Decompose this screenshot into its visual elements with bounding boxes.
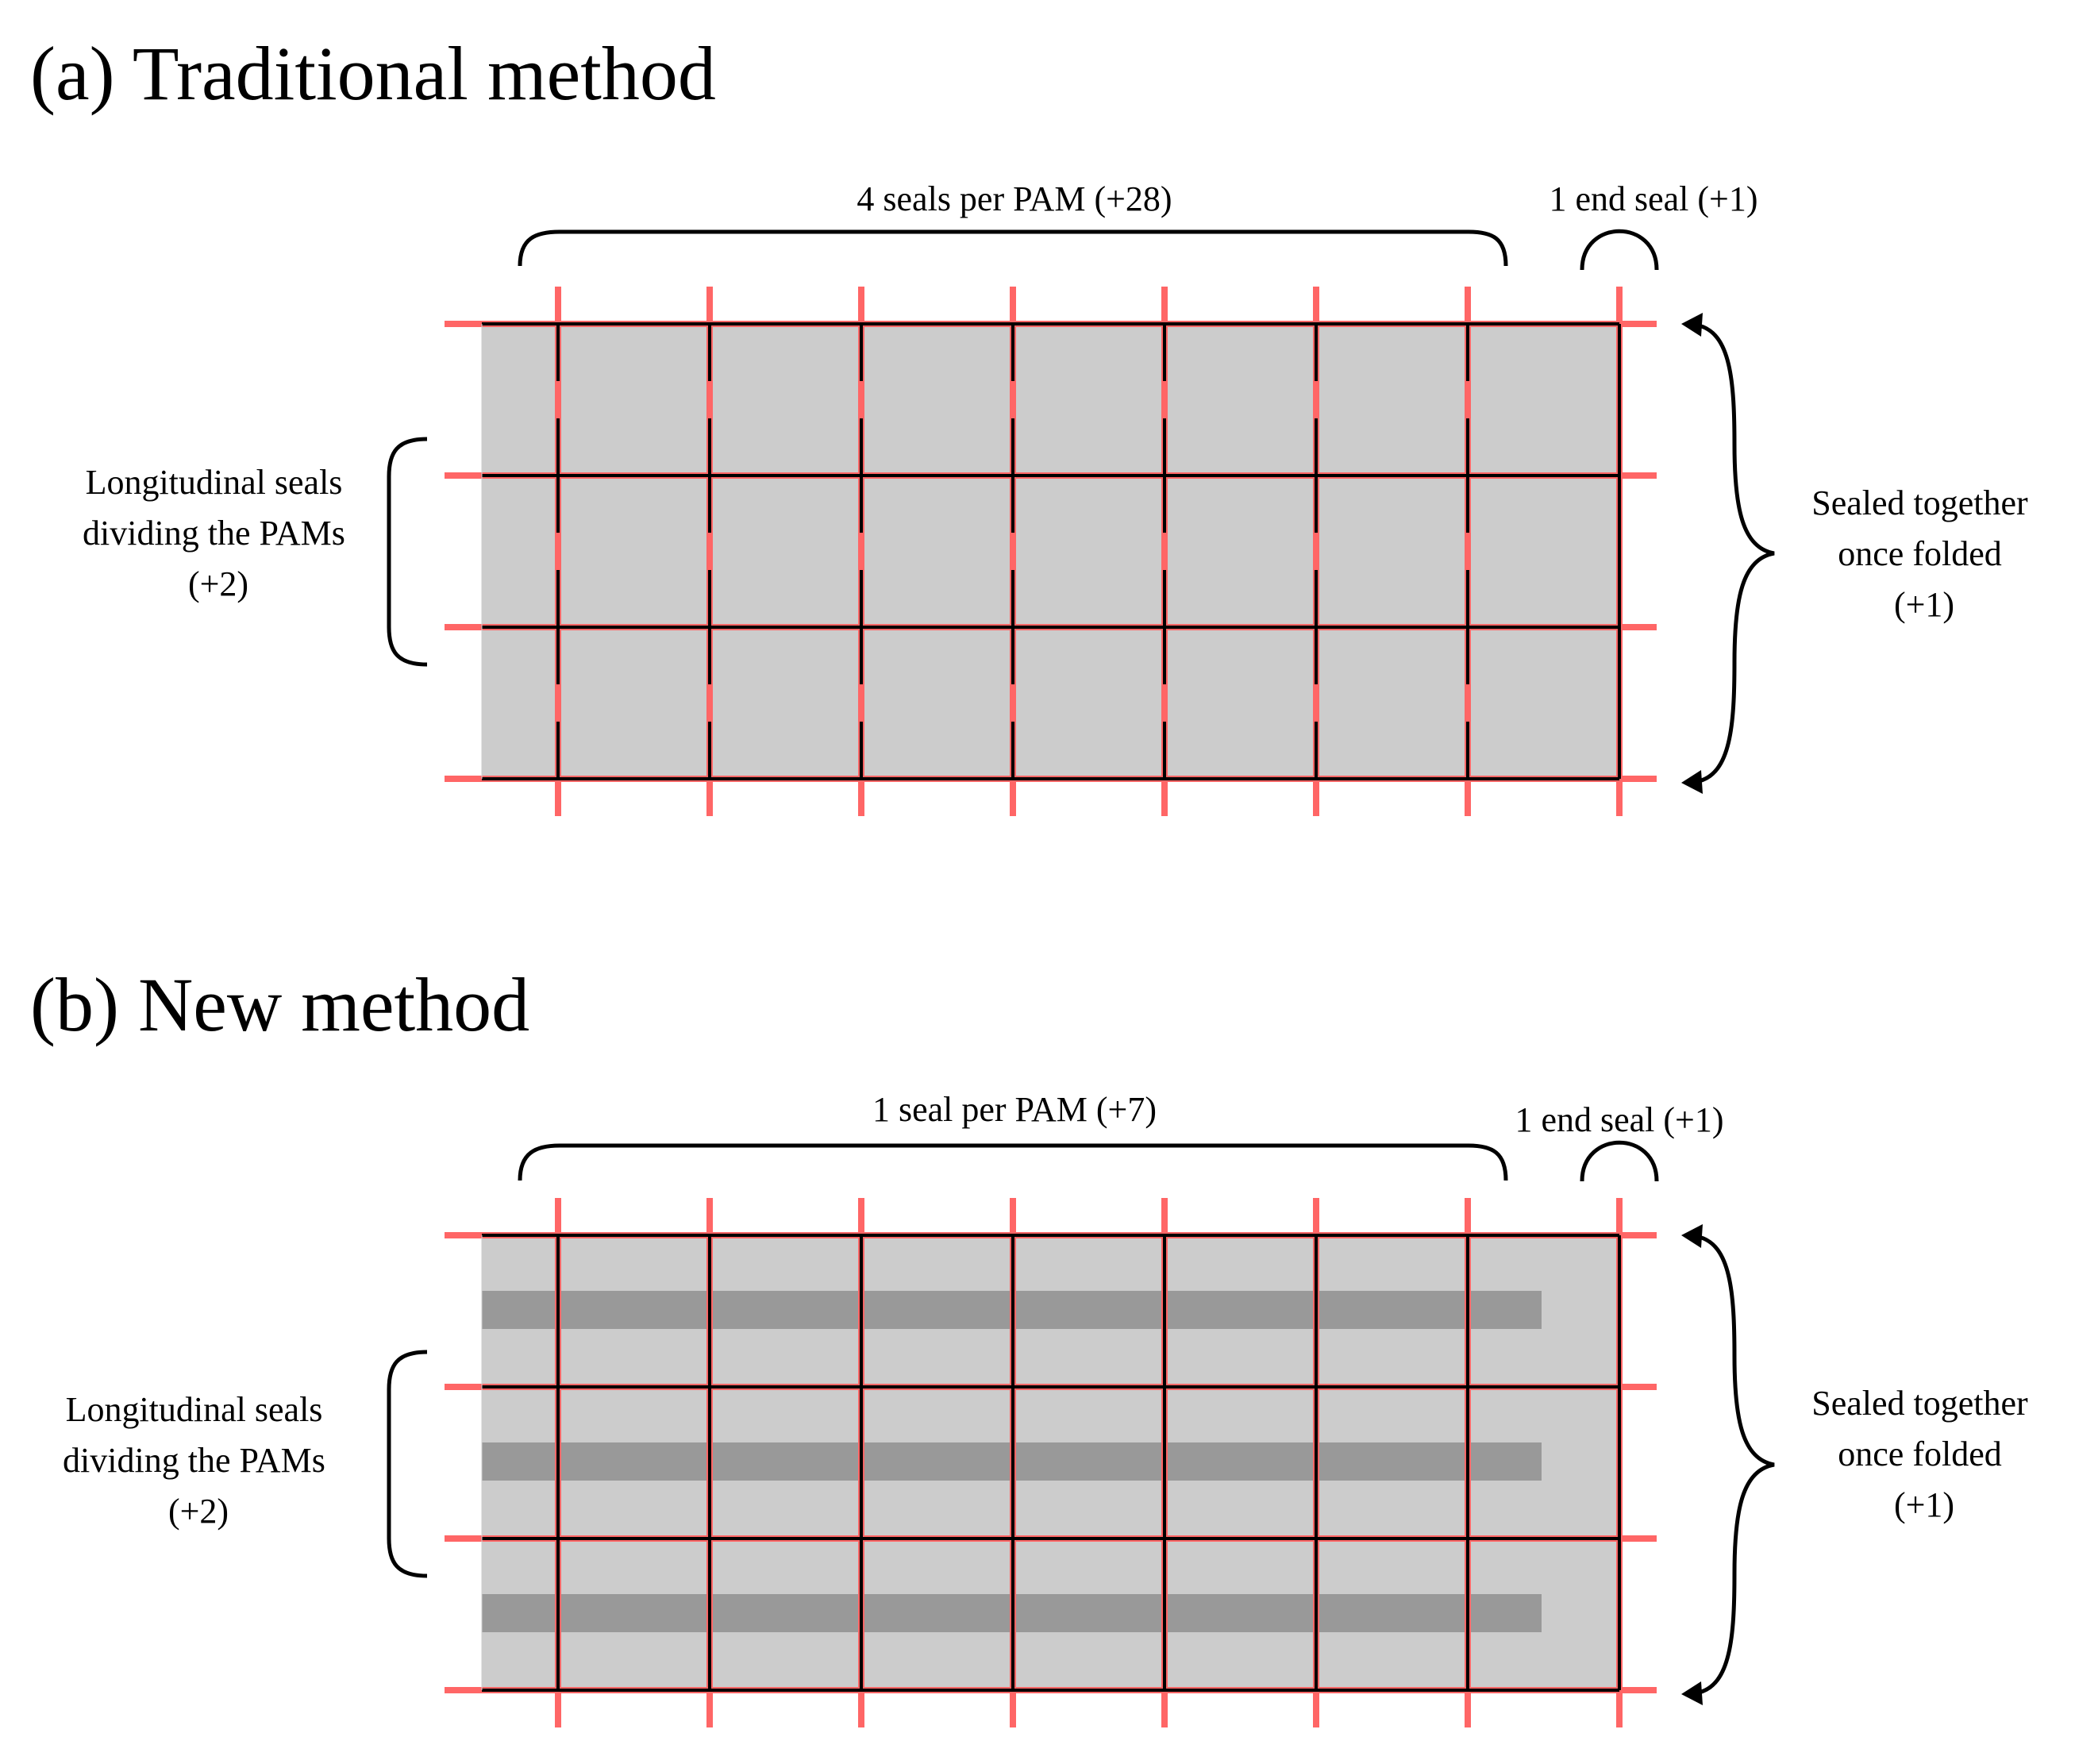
panel-a-arrowhead-bottom	[1681, 770, 1703, 794]
panel-a-arrowhead-top	[1681, 313, 1703, 337]
panel-b-arrowhead-bottom	[1681, 1681, 1703, 1705]
panel-b-end-seal-brace	[1580, 1140, 1659, 1182]
panel-b-right-curly-arrow	[1698, 1234, 1775, 1695]
panel-a-right-curly-arrow	[1698, 323, 1775, 784]
panel-a-title: (a) Traditional method	[30, 31, 716, 116]
panel-b-left-label-line-1: Longitudinal seals	[66, 1390, 323, 1429]
panel-a-right-label-line-1: Sealed together	[1811, 483, 2028, 522]
panel-a-top-brace	[518, 229, 1508, 267]
panel-a-left-label-line-3: (+2)	[188, 564, 248, 603]
panel-a-end-seal-brace	[1580, 229, 1659, 271]
panel-a-top-brace-label: 4 seals per PAM (+28)	[857, 179, 1172, 218]
panel-a-sheet-fill	[482, 324, 1619, 779]
panel-a-left-label-line-2: dividing the PAMs	[83, 514, 345, 553]
panel-a-left-brace	[387, 437, 428, 667]
panel-a-left-label: Longitudinal seals dividing the PAMs (+2…	[83, 463, 354, 603]
panel-b-end-seal-label: 1 end seal (+1)	[1515, 1100, 1723, 1139]
panel-b-left-label-line-2: dividing the PAMs	[63, 1441, 325, 1480]
panel-b-title: (b) New method	[30, 962, 529, 1047]
panel-b-right-label-line-1: Sealed together	[1811, 1384, 2028, 1423]
panel-b-sheet	[445, 1198, 1657, 1727]
panel-a-end-seal-label: 1 end seal (+1)	[1549, 179, 1757, 218]
panel-b-left-label: Longitudinal seals dividing the PAMs (+2…	[63, 1390, 334, 1531]
panel-b-left-brace	[387, 1350, 428, 1578]
panel-b-top-brace-label: 1 seal per PAM (+7)	[872, 1090, 1157, 1129]
panel-b-top-brace	[518, 1143, 1508, 1181]
panel-a-right-label-line-2: once folded	[1838, 534, 2001, 573]
panel-b-arrowhead-top	[1681, 1224, 1703, 1248]
panel-b-right-label-line-3: (+1)	[1894, 1485, 1954, 1524]
panel-a-right-label-line-3: (+1)	[1894, 585, 1954, 624]
panel-b: (b) New method 1 seal per PAM (+7) 1 end…	[30, 962, 2036, 1727]
panel-a: (a) Traditional method 4 seals per PAM (…	[30, 31, 2036, 816]
panel-a-left-label-line-1: Longitudinal seals	[86, 463, 343, 502]
panel-b-right-label-line-2: once folded	[1838, 1435, 2001, 1473]
panel-a-right-label: Sealed together once folded (+1)	[1811, 483, 2036, 624]
panel-a-sheet	[445, 287, 1657, 816]
panel-b-left-label-line-3: (+2)	[168, 1492, 229, 1531]
panel-b-right-label: Sealed together once folded (+1)	[1811, 1384, 2036, 1524]
